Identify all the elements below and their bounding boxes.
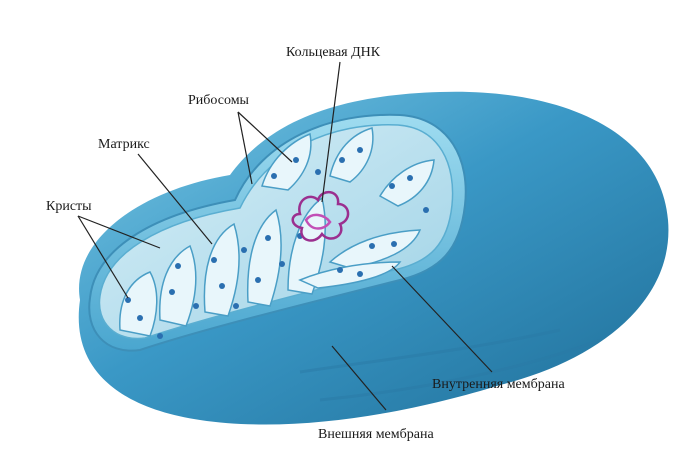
cristae-label: Кристы (46, 199, 92, 214)
inner-membrane-label: Внутренняя мембрана (432, 377, 565, 392)
dna-label: Кольцевая ДНК (286, 45, 381, 60)
ribosomes-label: Рибосомы (188, 93, 250, 108)
matrix-label: Матрикс (98, 137, 150, 152)
outer-membrane-label: Внешняя мембрана (318, 427, 434, 442)
